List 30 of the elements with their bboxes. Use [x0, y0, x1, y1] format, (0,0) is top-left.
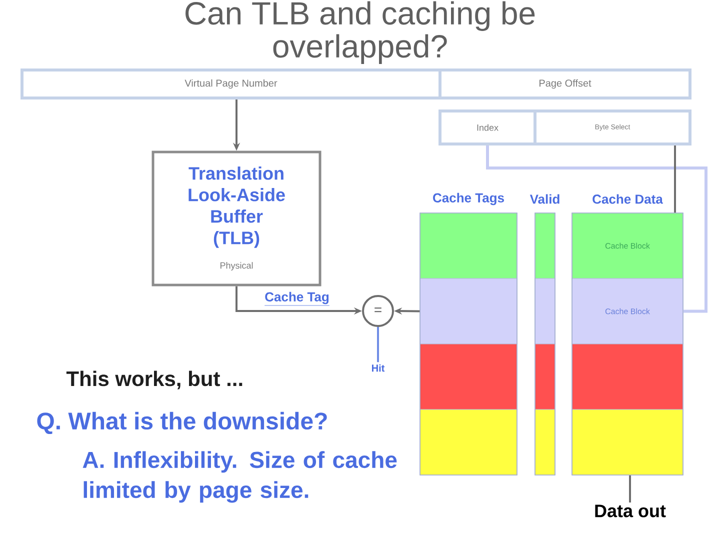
address-field: Page Offset — [438, 68, 692, 100]
answer-text: A. Inflexibility. Size of cache limited by page size. — [82, 451, 397, 503]
connector-line — [674, 146, 676, 213]
connector-line — [377, 327, 379, 362]
address-field: Index — [438, 110, 536, 146]
valid-bit-row — [534, 344, 556, 410]
connector-line — [486, 146, 708, 313]
column-heading: Cache Tags — [433, 192, 504, 206]
valid-bit-row — [534, 278, 556, 344]
tag-row — [420, 409, 518, 476]
slide-title: Can TLB and caching be overlapped? — [186, 1, 535, 64]
cache-block-row — [572, 344, 684, 410]
cache-block-row: Cache Block — [572, 278, 684, 344]
tlb-box: Translation Look-Aside Buffer (TLB) Physical — [152, 150, 322, 286]
edge-label: Cache Tag — [264, 292, 330, 306]
column-heading: Cache Data — [592, 194, 663, 204]
tag-row — [420, 278, 518, 344]
connector-line — [629, 475, 631, 502]
tag-row — [420, 344, 518, 410]
valid-bit-row — [534, 212, 556, 279]
cache-block-row: Cache Block — [572, 212, 684, 279]
cache-block-row — [572, 409, 684, 476]
valid-bit-row — [534, 409, 556, 476]
question-text: Q. What is the downside? — [37, 412, 327, 434]
column-heading: Valid — [530, 194, 560, 204]
address-field: Virtual Page Number — [20, 68, 442, 100]
signal-label: Hit — [372, 364, 385, 372]
output-label: Data out — [595, 504, 666, 518]
note-text: This works, but ... — [66, 370, 242, 390]
tag-row — [420, 212, 518, 279]
